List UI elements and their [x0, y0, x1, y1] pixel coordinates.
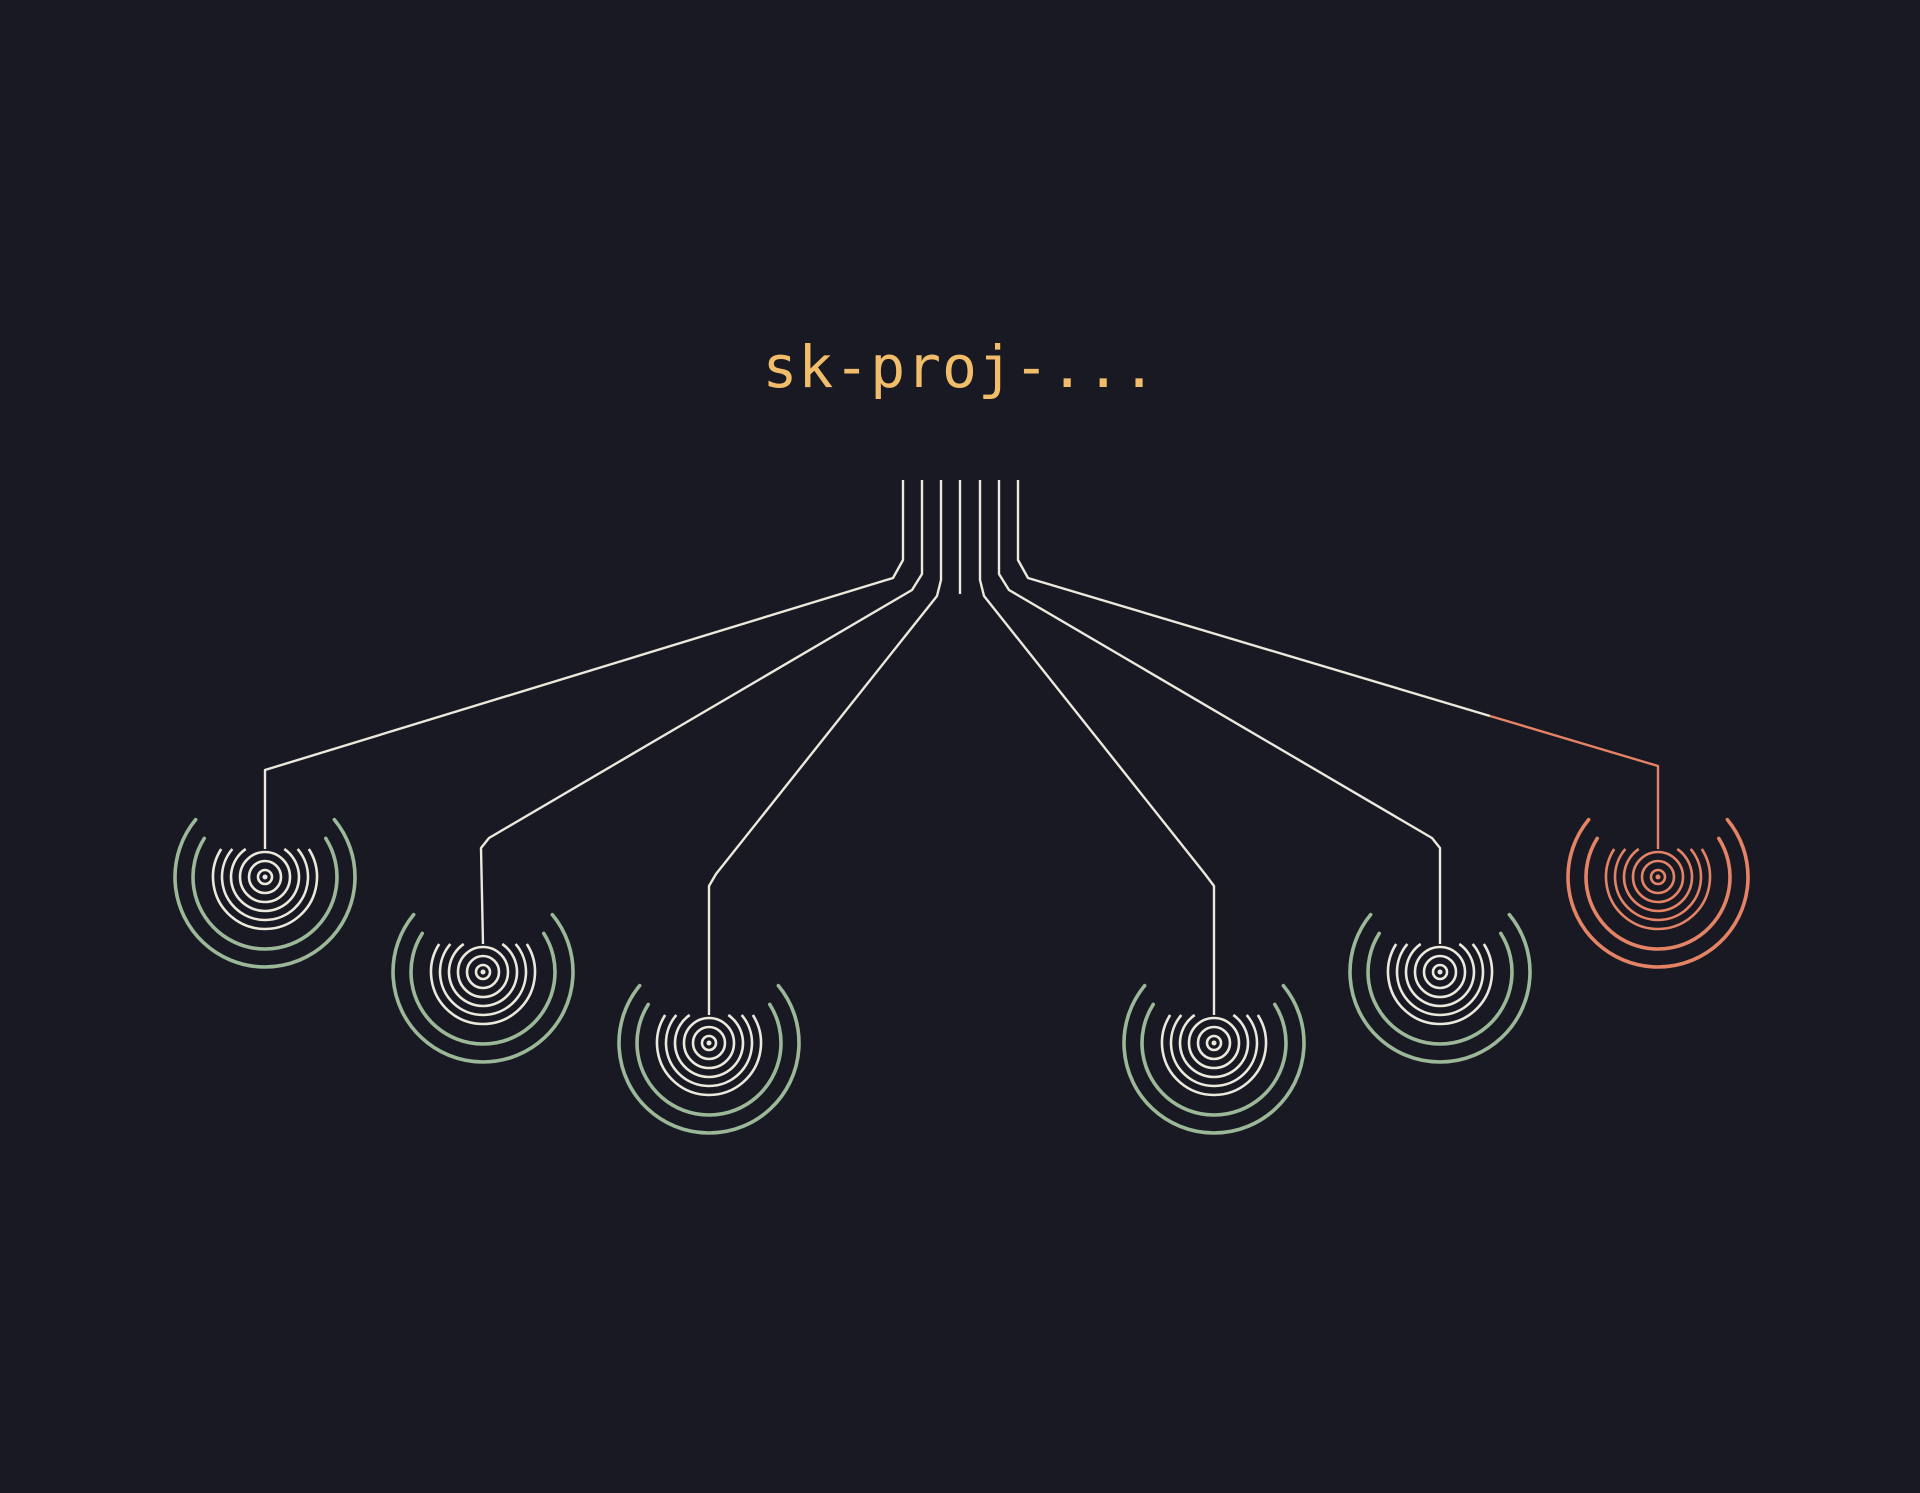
wire-node-2: [479, 480, 924, 945]
wire-node-1: [263, 480, 905, 849]
endpoint-node-3-icon: [617, 983, 801, 1135]
wire-node-5: [997, 480, 1442, 944]
wire-node-4: [978, 480, 1216, 1015]
endpoint-node-4-icon: [1122, 983, 1306, 1135]
wire-node-3: [707, 480, 943, 1015]
endpoint-node-2-icon: [391, 912, 575, 1064]
wire-node-6: [1016, 480, 1660, 849]
api-key-label: sk-proj-...: [762, 333, 1158, 401]
endpoint-node-1-icon: [173, 817, 357, 969]
endpoint-node-6-alert-icon: [1566, 817, 1750, 969]
endpoint-node-5-icon: [1348, 912, 1532, 1064]
